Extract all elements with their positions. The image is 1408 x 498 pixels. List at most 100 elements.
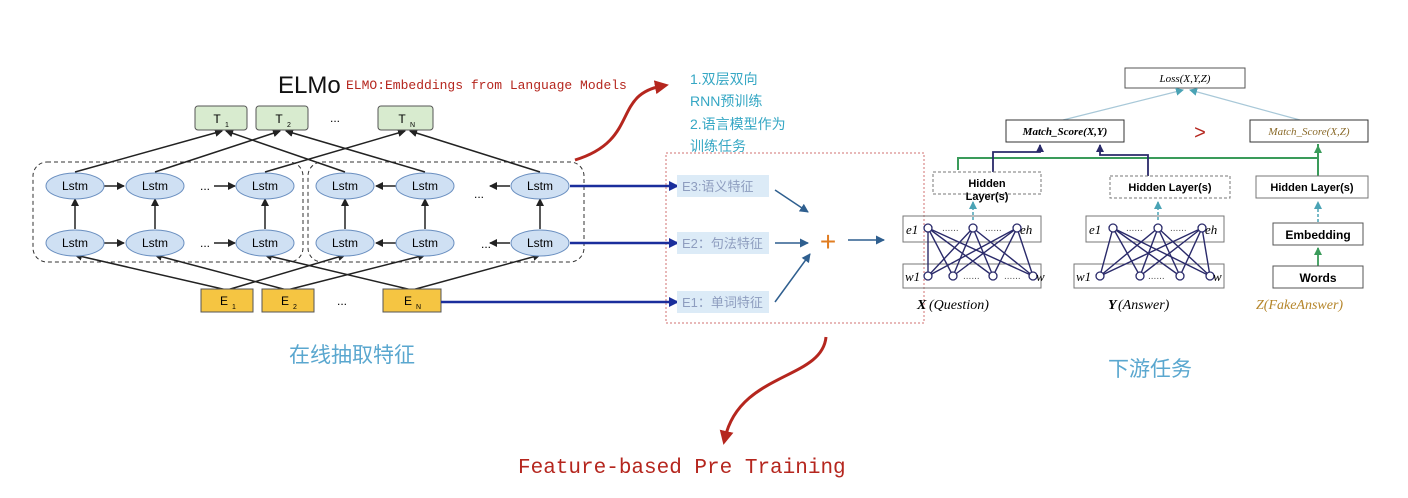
ellipsis: ... — [337, 294, 347, 308]
svg-text:w: w — [1036, 269, 1045, 284]
greater-than: > — [1194, 122, 1206, 144]
svg-text:Embedding: Embedding — [1285, 228, 1350, 242]
feature-e2: E2：句法特征 — [677, 232, 769, 254]
svg-text:E: E — [281, 294, 289, 308]
input-embedding-2: E 2 — [261, 288, 315, 313]
svg-text:E: E — [220, 294, 228, 308]
svg-text:Lstm: Lstm — [142, 179, 168, 193]
svg-text:Lstm: Lstm — [527, 236, 553, 250]
hidden-layer-fake-answer: Hidden Layer(s) — [1255, 175, 1369, 199]
svg-text:T: T — [398, 112, 406, 126]
lstm-cell: Lstm — [45, 229, 105, 257]
input-embedding-1: E 1 — [200, 288, 254, 313]
svg-text:E: E — [404, 294, 412, 308]
match-score-xy-box: Match_Score(X,Y) — [1005, 119, 1125, 143]
arrow-hidden1-to-match-xy — [992, 144, 1044, 172]
plus-sign: + — [820, 226, 836, 257]
feature-e1: E1：单词特征 — [677, 291, 769, 313]
elmo-subtitle: ELMO:Embeddings from Language Models — [346, 78, 627, 93]
footer-title: Feature-based Pre Training — [518, 457, 846, 480]
ellipsis: ... — [200, 236, 210, 250]
svg-text:T: T — [275, 112, 283, 126]
svg-text:Loss(X,Y,Z): Loss(X,Y,Z) — [1159, 73, 1211, 85]
svg-text:w: w — [1213, 269, 1222, 284]
lstm-cell: Lstm — [395, 229, 455, 257]
svg-text:Lstm: Lstm — [252, 236, 278, 250]
svg-text:......: ...... — [1004, 271, 1021, 282]
svg-text:Lstm: Lstm — [332, 236, 358, 250]
note-line-2: RNN预训练 — [690, 93, 762, 109]
lstm-cell: Lstm — [125, 229, 185, 257]
svg-text:Lstm: Lstm — [412, 179, 438, 193]
hidden-layer-question: Hidden Layer(s) — [932, 171, 1042, 203]
elmo-caption: 在线抽取特征 — [289, 344, 415, 367]
svg-text:w1: w1 — [1076, 269, 1091, 284]
network-answer: e1 ...... ...... eh w1 ...... w — [1073, 215, 1225, 289]
lstm-cell: Lstm — [510, 172, 570, 200]
svg-text:w1: w1 — [905, 269, 920, 284]
label-y-answer: (Answer) — [1118, 298, 1170, 313]
label-y-bold: Y — [1108, 298, 1118, 313]
svg-text:N: N — [416, 304, 421, 311]
network-question: e1 ...... ...... eh w1 ...... ...... w — [902, 215, 1045, 289]
svg-text:e1: e1 — [1089, 222, 1101, 237]
match-score-xz-box: Match_Score(X,Z) — [1249, 119, 1369, 143]
svg-text:E1：单词特征: E1：单词特征 — [682, 295, 763, 310]
words-box: Words — [1272, 265, 1364, 289]
elmo-connections — [71, 129, 544, 291]
svg-text:Hidden Layer(s): Hidden Layer(s) — [1270, 182, 1353, 194]
svg-text:Lstm: Lstm — [252, 179, 278, 193]
svg-text:......: ...... — [1148, 271, 1165, 282]
svg-text:Lstm: Lstm — [142, 236, 168, 250]
svg-text:2: 2 — [293, 304, 297, 311]
note-line-1: 1.双层双向 — [690, 71, 758, 87]
svg-text:T: T — [213, 112, 221, 126]
lstm-cell: Lstm — [235, 172, 295, 200]
svg-text:1: 1 — [225, 122, 229, 129]
lstm-cell: Lstm — [395, 172, 455, 200]
svg-text:Lstm: Lstm — [332, 179, 358, 193]
hidden-layer-answer: Hidden Layer(s) — [1109, 175, 1231, 199]
forward-lstm-group — [32, 161, 304, 263]
label-z-fake-answer: Z(FakeAnswer) — [1256, 298, 1343, 313]
svg-text:......: ...... — [963, 271, 980, 282]
ellipsis: ... — [481, 237, 491, 251]
embedding-box: Embedding — [1272, 222, 1364, 246]
svg-text:1: 1 — [232, 304, 236, 311]
red-arrow-to-footer — [719, 336, 828, 445]
arrow-match-xy-to-loss — [1062, 87, 1184, 121]
lstm-cell: Lstm — [45, 172, 105, 200]
svg-text:Words: Words — [1299, 271, 1336, 285]
svg-text:eh: eh — [1020, 222, 1032, 237]
feature-e3: E3:语义特征 — [677, 175, 769, 197]
feature-combination-box — [665, 152, 925, 324]
lstm-cells: Lstm Lstm Lstm Lstm Lstm Lstm Lstm Lstm … — [45, 172, 570, 257]
note-line-3: 2.语言模型作为 — [690, 116, 786, 132]
downstream-panel: Loss(X,Y,Z) Match_Score(X,Y) > Match_Sco… — [902, 67, 1369, 381]
lstm-cell: Lstm — [510, 229, 570, 257]
svg-text:Lstm: Lstm — [62, 236, 88, 250]
svg-text:......: ...... — [1170, 223, 1187, 234]
elmo-title: ELMo — [278, 72, 341, 99]
green-connector — [957, 144, 1319, 170]
svg-text:Hidden: Hidden — [968, 178, 1006, 190]
downstream-caption: 下游任务 — [1108, 358, 1192, 381]
loss-box: Loss(X,Y,Z) — [1124, 67, 1246, 89]
svg-text:N: N — [410, 122, 415, 129]
arrow-hidden2-to-match-xy — [1096, 144, 1149, 176]
ellipsis: ... — [200, 179, 210, 193]
input-embedding-n: E N — [382, 288, 442, 313]
svg-text:Match_Score(X,Z): Match_Score(X,Z) — [1267, 126, 1349, 138]
svg-text:Lstm: Lstm — [412, 236, 438, 250]
svg-text:Match_Score(X,Y): Match_Score(X,Y) — [1022, 126, 1108, 138]
svg-text:......: ...... — [985, 223, 1002, 234]
svg-text:E2：句法特征: E2：句法特征 — [682, 236, 763, 251]
output-token-n: T N — [377, 105, 434, 131]
svg-text:E3:语义特征: E3:语义特征 — [682, 179, 754, 194]
lstm-cell: Lstm — [315, 172, 375, 200]
lstm-cell: Lstm — [125, 172, 185, 200]
arrow-e1-to-plus — [774, 253, 811, 303]
red-arrow-to-notes — [574, 80, 669, 162]
